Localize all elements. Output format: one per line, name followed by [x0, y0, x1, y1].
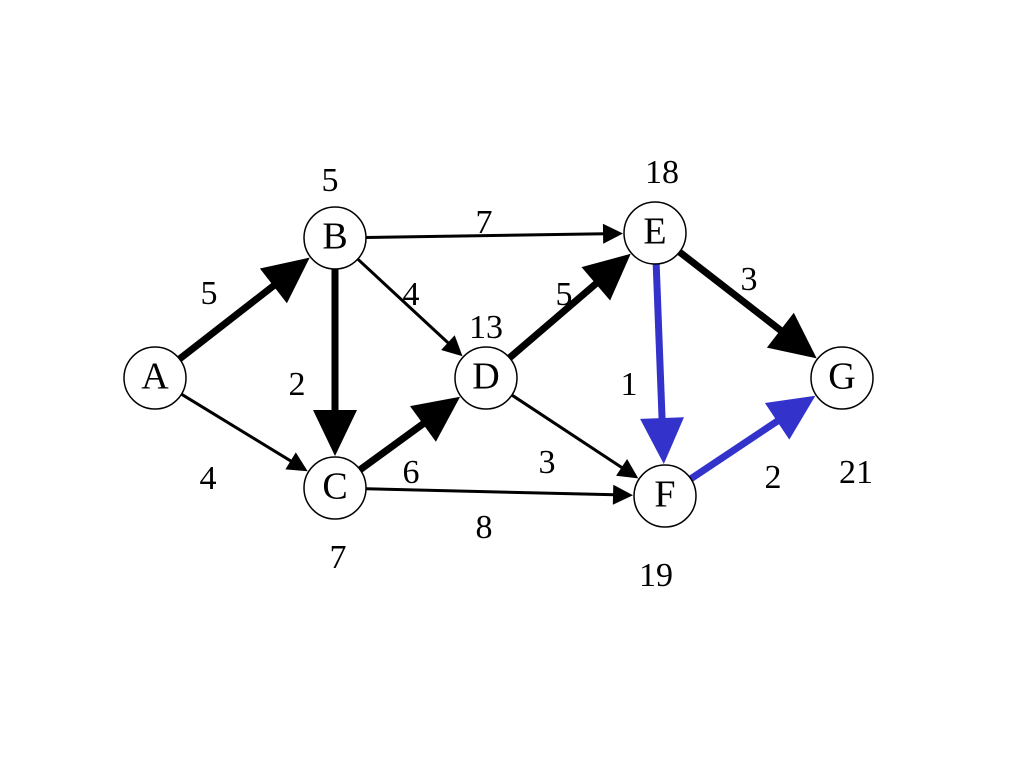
node-C: C — [303, 456, 367, 520]
edge-weights-layer: 5 4 2 4 7 6 8 5 3 3 1 2 — [200, 204, 782, 546]
node-F: F — [633, 464, 697, 528]
nodes-layer: A B C D E F G — [123, 201, 874, 528]
node-circle-D — [454, 346, 518, 410]
node-distance-E: 18 — [645, 154, 679, 191]
node-label-E: E — [643, 211, 666, 253]
node-label-F: F — [654, 474, 675, 516]
edge-line-C-D — [357, 419, 427, 473]
edge-line-B-E — [365, 232, 606, 240]
node-distance-C: 7 — [330, 539, 347, 576]
edge-line-D-F — [511, 393, 625, 470]
edge-line-A-B — [177, 281, 278, 362]
edge-weight-D-F: 3 — [539, 444, 556, 481]
arrowhead-B-C — [313, 410, 357, 456]
edge-weight-E-F: 1 — [621, 366, 638, 403]
arrowhead-C-F — [612, 484, 633, 505]
arrowhead-C-D — [410, 396, 461, 442]
edge-weight-A-B: 5 — [201, 275, 218, 312]
node-circle-C — [303, 456, 367, 520]
node-circle-B — [303, 206, 367, 270]
edge-weight-B-D: 4 — [403, 276, 420, 313]
edge-weight-B-C: 2 — [289, 366, 306, 403]
arrowhead-E-F — [640, 417, 684, 464]
edges-layer — [177, 223, 817, 505]
arrowhead-A-C — [285, 452, 308, 472]
edge-C-F — [365, 484, 633, 505]
node-label-G: G — [828, 356, 855, 398]
edge-line-E-F — [652, 263, 666, 421]
arrowhead-D-E — [581, 253, 631, 301]
edge-weight-B-E: 7 — [476, 204, 493, 241]
edge-weight-F-G: 2 — [765, 459, 782, 496]
node-E: E — [623, 201, 687, 265]
node-distance-D: 13 — [469, 309, 503, 346]
arrowhead-A-B — [259, 257, 310, 304]
edge-line-A-C — [180, 392, 294, 464]
node-D: D — [454, 346, 518, 410]
edge-B-D — [356, 257, 463, 357]
edge-E-G — [677, 249, 817, 359]
edge-line-E-G — [677, 249, 785, 335]
node-B: B — [303, 206, 367, 270]
edge-weight-C-D: 6 — [403, 454, 420, 491]
edge-line-B-D — [356, 257, 451, 346]
node-distance-F: 19 — [639, 557, 673, 594]
node-label-D: D — [472, 356, 499, 398]
edge-weight-D-E: 5 — [556, 276, 573, 313]
node-label-A: A — [141, 356, 169, 398]
edge-B-C — [313, 269, 357, 456]
edge-weight-A-C: 4 — [200, 460, 217, 497]
node-circle-G — [810, 346, 874, 410]
arrowhead-F-G — [764, 395, 816, 440]
edge-weight-E-G: 3 — [741, 261, 758, 298]
node-G: G — [810, 346, 874, 410]
node-distance-G: 21 — [839, 454, 873, 491]
node-circle-A — [123, 346, 187, 410]
node-distance-B: 5 — [322, 162, 339, 199]
arrowhead-B-D — [441, 335, 463, 357]
arrowhead-B-E — [602, 223, 623, 244]
edge-E-F — [640, 263, 684, 464]
edge-D-F — [511, 393, 639, 479]
edge-weight-C-F: 8 — [476, 509, 493, 546]
node-A: A — [123, 346, 187, 410]
edge-A-C — [180, 392, 308, 472]
edge-C-D — [357, 396, 461, 473]
node-label-C: C — [322, 466, 347, 508]
edge-line-F-G — [688, 417, 781, 482]
arrowhead-E-G — [766, 312, 817, 359]
edge-D-E — [507, 253, 631, 361]
edge-F-G — [688, 395, 816, 482]
edge-A-B — [177, 257, 310, 362]
node-circle-E — [623, 201, 687, 265]
arrowhead-D-F — [616, 459, 639, 479]
edge-line-C-F — [365, 487, 616, 497]
edge-line-D-E — [507, 279, 600, 361]
node-label-B: B — [322, 216, 347, 258]
edge-B-E — [365, 223, 623, 244]
node-circle-F — [633, 464, 697, 528]
